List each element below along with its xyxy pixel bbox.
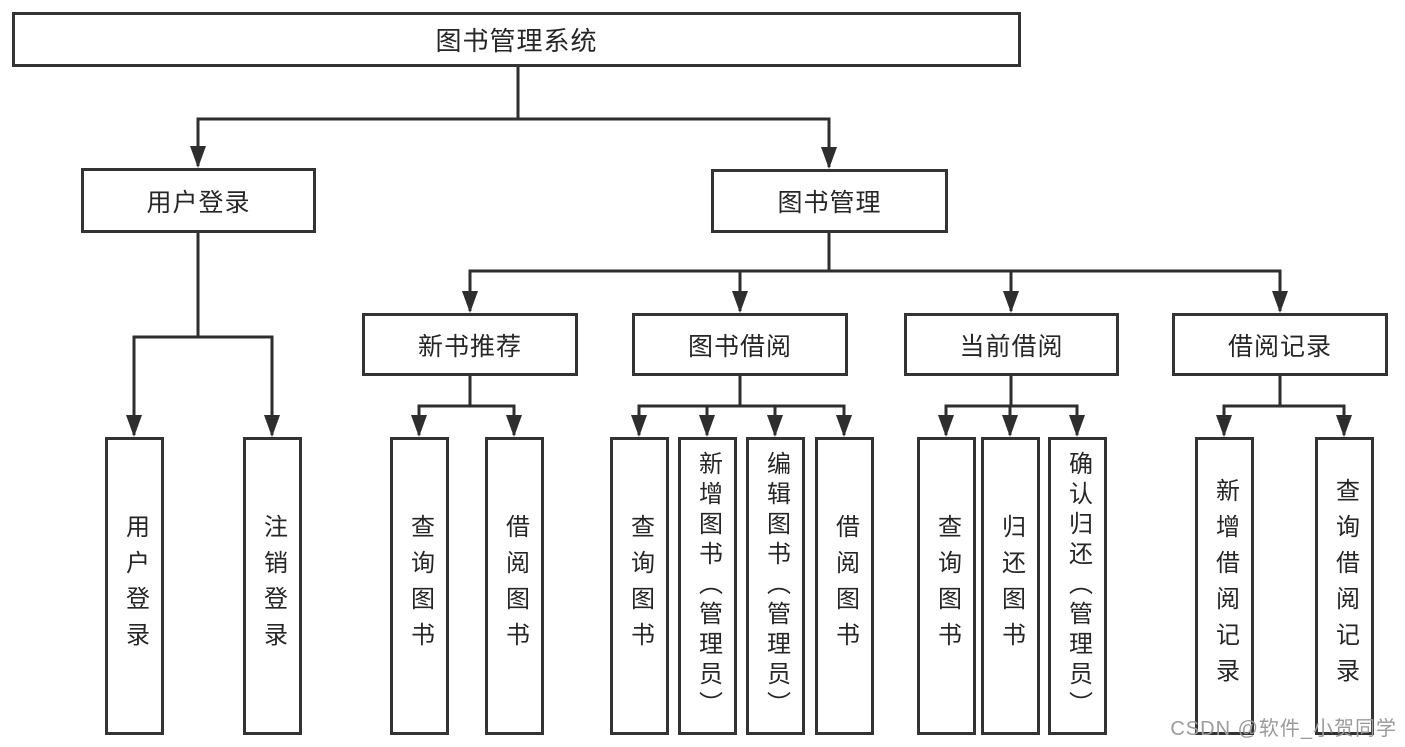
leaf-label: 查询图书 (933, 514, 961, 658)
leaf-logout: 注销登录 (243, 437, 302, 735)
leaf-label: 借阅图书 (831, 514, 859, 658)
node-label: 图书管理 (777, 189, 882, 217)
leaf-label: 注销登录 (259, 514, 287, 658)
leaf-label: 归还图书 (997, 514, 1025, 658)
node-library-management-system: 图书管理系统 (12, 12, 1021, 67)
leaf-add-borrow-record: 新增借阅记录 (1195, 437, 1254, 735)
node-borrowing-records: 借阅记录 (1172, 313, 1388, 376)
leaf-user-login: 用户登录 (105, 437, 164, 735)
leaf-label: 用户登录 (121, 514, 149, 658)
leaf-query-books: 查询图书 (390, 437, 449, 735)
leaf-borrow-books: 借阅图书 (815, 437, 874, 735)
leaf-borrow-books: 借阅图书 (485, 437, 544, 735)
leaf-label: 新增借阅记录 (1211, 478, 1239, 694)
leaf-label: 确认归还（管理员） (1064, 451, 1092, 721)
leaf-query-books: 查询图书 (917, 437, 976, 735)
node-label: 当前借阅 (959, 332, 1064, 361)
leaf-edit-books-admin: 编辑图书（管理员） (746, 437, 805, 735)
node-label: 图书借阅 (687, 332, 792, 361)
leaf-add-books-admin: 新增图书（管理员） (678, 437, 737, 735)
leaf-label: 新增图书（管理员） (694, 451, 722, 721)
csdn-watermark: CSDN @软件_小贺同学 (1170, 718, 1397, 740)
node-book-borrowing: 图书借阅 (632, 313, 848, 376)
node-label: 图书管理系统 (435, 26, 598, 56)
leaf-query-books: 查询图书 (610, 437, 669, 735)
leaf-label: 编辑图书（管理员） (762, 451, 790, 721)
leaf-label: 查询借阅记录 (1331, 478, 1359, 694)
node-new-book-recommend: 新书推荐 (362, 313, 578, 376)
node-user-login-branch: 用户登录 (81, 168, 316, 233)
node-label: 用户登录 (146, 188, 251, 217)
node-label: 新书推荐 (417, 332, 522, 361)
node-book-management-branch: 图书管理 (711, 169, 948, 233)
leaf-label: 查询图书 (626, 514, 654, 658)
leaf-label: 借阅图书 (501, 514, 529, 658)
leaf-label: 查询图书 (406, 514, 434, 658)
node-label: 借阅记录 (1227, 332, 1332, 361)
leaf-return-books: 归还图书 (981, 437, 1040, 735)
node-current-borrowing: 当前借阅 (904, 313, 1119, 376)
leaf-confirm-return-admin: 确认归还（管理员） (1048, 437, 1107, 735)
leaf-query-borrow-record: 查询借阅记录 (1315, 437, 1374, 735)
